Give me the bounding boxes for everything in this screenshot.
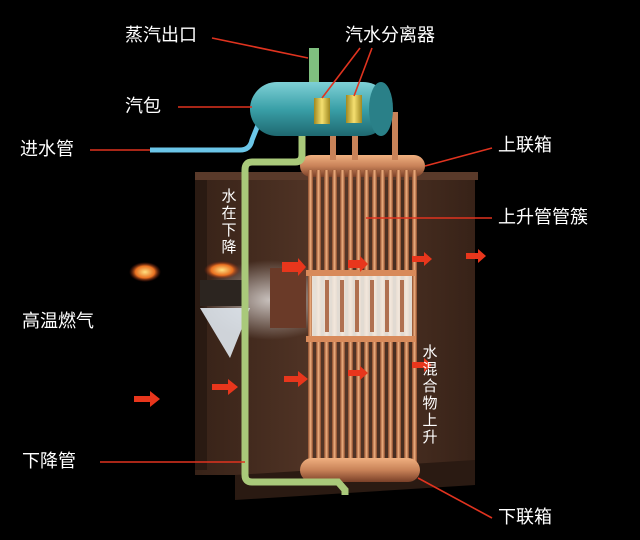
separator-right bbox=[346, 95, 362, 123]
baffle-slats bbox=[325, 280, 404, 332]
label-separator: 汽水分离器 bbox=[345, 25, 435, 46]
flow-arrows bbox=[134, 249, 486, 407]
flame-icon bbox=[204, 261, 240, 279]
separator-left bbox=[314, 98, 330, 124]
riser-frame-bar bbox=[306, 336, 416, 342]
fuel-grate bbox=[200, 280, 248, 306]
arrow-right-icon bbox=[412, 252, 432, 266]
label-water-down: 水在下降 bbox=[221, 187, 237, 256]
drum-riser-pipe bbox=[392, 112, 398, 160]
arrow-right-icon bbox=[134, 391, 160, 407]
water-drop-cone bbox=[200, 308, 250, 358]
label-steam-outlet: 蒸汽出口 bbox=[125, 25, 197, 46]
label-upper-header: 上联箱 bbox=[498, 135, 552, 156]
leader-upper-header bbox=[424, 147, 493, 167]
steam-drum-cap bbox=[369, 82, 393, 136]
downcomer-pipe bbox=[241, 130, 349, 495]
riser-frame-bar bbox=[306, 270, 416, 276]
arrow-right-icon bbox=[466, 249, 486, 263]
arrow-right-icon bbox=[412, 358, 432, 372]
leader-lines bbox=[90, 37, 493, 519]
upper-header bbox=[300, 155, 425, 177]
lower-header bbox=[300, 458, 420, 482]
furnace-left-wall-shade bbox=[195, 180, 207, 470]
drum-riser-pipe bbox=[330, 125, 336, 160]
label-downcomer: 下降管 bbox=[22, 451, 76, 472]
arrow-right-icon bbox=[282, 258, 306, 276]
label-mixture-up: 水混合物上升 bbox=[422, 343, 438, 446]
arrow-right-icon bbox=[212, 379, 238, 395]
label-riser-bundle: 上升管管簇 bbox=[498, 207, 588, 228]
steam-outlet-pipe bbox=[309, 48, 319, 94]
leader-steam-outlet bbox=[211, 37, 309, 59]
drum-riser-pipe bbox=[352, 125, 358, 160]
leader-separator-1 bbox=[321, 47, 361, 99]
label-drum: 汽包 bbox=[125, 96, 161, 117]
arrow-right-icon bbox=[348, 256, 368, 272]
leader-separator-2 bbox=[353, 47, 373, 97]
feed-pipe bbox=[150, 124, 261, 153]
leader-lower-header bbox=[417, 477, 493, 519]
label-feed-pipe: 进水管 bbox=[20, 139, 74, 160]
arrow-right-icon bbox=[284, 371, 308, 387]
arrow-right-icon bbox=[348, 366, 368, 380]
label-hot-gas: 高温燃气 bbox=[22, 311, 94, 332]
flame-icon bbox=[129, 262, 161, 282]
inner-chamber bbox=[270, 268, 306, 328]
label-lower-header: 下联箱 bbox=[498, 507, 552, 528]
